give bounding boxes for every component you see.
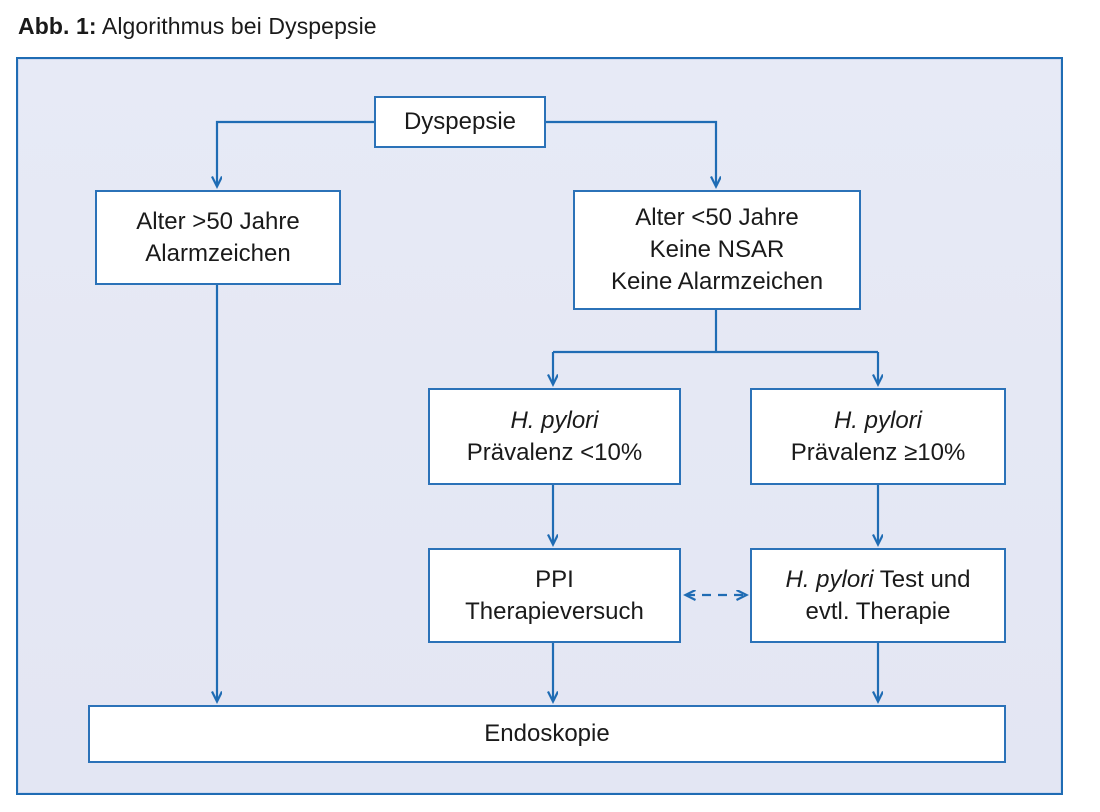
node-ppi-trial-line-2: Therapieversuch <box>465 597 644 625</box>
node-dyspepsie-line-1: Dyspepsie <box>403 108 517 136</box>
node-alter-over-50-line-1: Alter >50 Jahre <box>136 207 300 235</box>
node-hp-prevalence-low-line-1: H. pylori <box>510 406 599 434</box>
node-alter-under-50-line-1: Alter <50 Jahre <box>635 204 799 232</box>
node-hp-test-line-1: H. pylori Test und <box>786 564 971 596</box>
node-hp-prevalence-high[interactable]: H. pylori Prävalenz ≥10% <box>750 388 1006 485</box>
node-hp-prevalence-high-line-1: H. pylori <box>833 406 922 434</box>
node-hp-test-line-2: evtl. Therapie <box>805 597 951 625</box>
node-hp-test-line-1-italic: H. pylori <box>785 565 874 593</box>
node-endoskopie[interactable]: Endoskopie <box>88 705 1006 763</box>
node-hp-test[interactable]: H. pylori Test und evtl. Therapie <box>750 548 1006 643</box>
node-hp-prevalence-low-line-2: Prävalenz <10% <box>466 438 643 466</box>
node-hp-prevalence-high-line-2: Prävalenz ≥10% <box>790 438 966 466</box>
node-ppi-trial-line-1: PPI <box>535 565 574 593</box>
figure-caption-label: Abb. 1: <box>18 13 97 39</box>
node-alter-under-50-line-2: Keine NSAR <box>649 236 785 264</box>
node-hp-test-line-1-rest: Test und <box>873 565 971 593</box>
node-dyspepsie[interactable]: Dyspepsie <box>374 96 546 148</box>
node-ppi-trial[interactable]: PPI Therapieversuch <box>428 548 681 643</box>
figure-caption-text: Algorithmus bei Dyspepsie <box>101 13 377 39</box>
node-alter-under-50-line-3: Keine Alarmzeichen <box>610 267 824 295</box>
node-alter-over-50-line-2: Alarmzeichen <box>145 239 291 267</box>
node-endoskopie-line-1: Endoskopie <box>484 720 610 748</box>
figure-caption: Abb. 1: Algorithmus bei Dyspepsie <box>18 13 377 40</box>
node-hp-prevalence-low[interactable]: H. pylori Prävalenz <10% <box>428 388 681 485</box>
node-alter-under-50[interactable]: Alter <50 Jahre Keine NSAR Keine Alarmze… <box>573 190 861 310</box>
node-alter-over-50[interactable]: Alter >50 Jahre Alarmzeichen <box>95 190 341 285</box>
